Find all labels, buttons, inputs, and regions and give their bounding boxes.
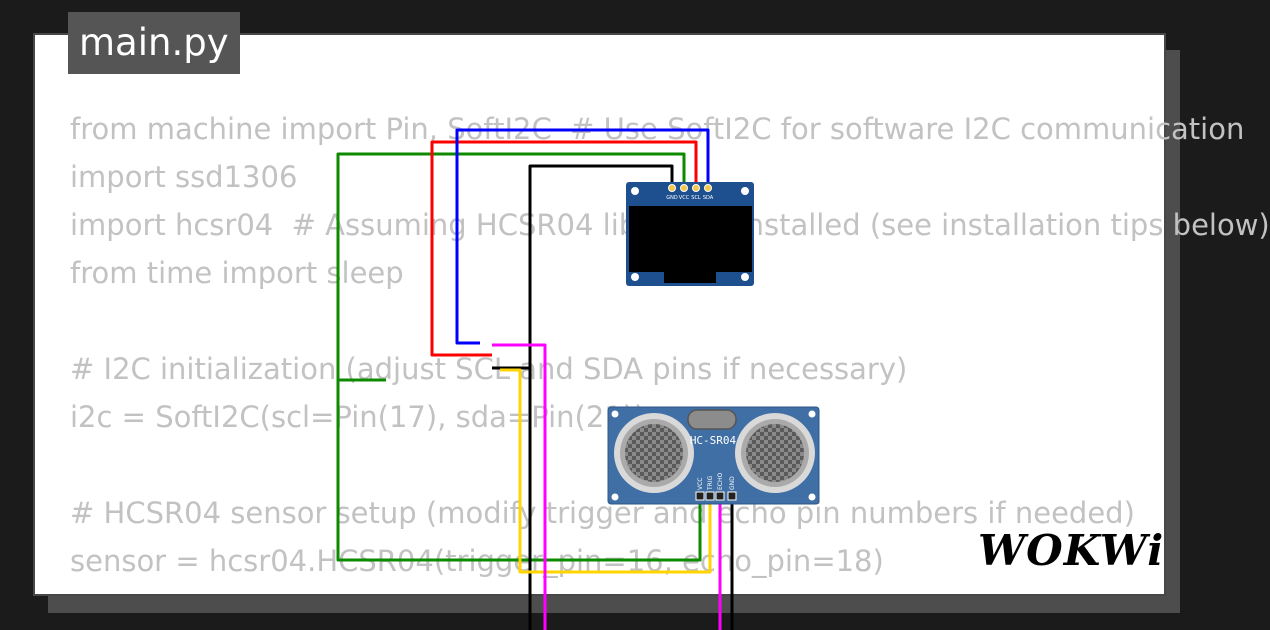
filename-tab[interactable]: main.py (68, 12, 240, 74)
oled-pin-gnd[interactable] (668, 184, 676, 192)
wire-scl-red[interactable] (430, 140, 698, 357)
oled-pin-label: VCC (679, 195, 690, 201)
sonar-crystal (687, 409, 737, 430)
sonar-pins (695, 491, 737, 501)
sonar-transducer-left (614, 413, 694, 493)
sonar-pin-labels: VCC TRIG ECHO GND (697, 473, 736, 491)
code-line-7: i2c = SoftI2C(scl=Pin(17), sda=Pin(21)) (70, 400, 646, 434)
oled-display[interactable]: GND VCC SCL SDA (626, 182, 754, 286)
oled-mount-hole (631, 187, 639, 195)
sonar-transducer-right (735, 413, 815, 493)
code-line-3: import hcsr04 # Assuming HCSR04 library … (70, 208, 1270, 242)
circuit-diagram: GND VCC SCL SDA HC-SR04 VCC TRIG ECHO GN… (336, 128, 820, 630)
sonar-mount-hole (808, 410, 816, 418)
oled-pin-scl[interactable] (692, 184, 700, 192)
wire-echo-magenta[interactable] (492, 343, 547, 630)
oled-mount-hole (741, 187, 749, 195)
sonar-pin-label: ECHO (717, 473, 724, 490)
wire-trig-yellow[interactable] (500, 368, 712, 574)
oled-screen (629, 206, 752, 272)
sonar-pin-label: VCC (697, 478, 704, 490)
code-line-6: # I2C initialization (adjust SCL and SDA… (70, 352, 908, 386)
project-preview-card: from machine import Pin, SoftI2C # Use S… (33, 33, 1270, 596)
sonar-pin-trig[interactable] (705, 491, 715, 501)
sonar-pin-echo[interactable] (715, 491, 725, 501)
wires (336, 128, 734, 630)
wire-gnd-black[interactable] (528, 164, 674, 630)
oled-pins: GND VCC SCL SDA (666, 184, 714, 201)
oled-pin-vcc[interactable] (680, 184, 688, 192)
wire-vcc-green[interactable] (336, 152, 702, 562)
sonar-label: HC-SR04 (690, 434, 737, 447)
oled-pin-sda[interactable] (704, 184, 712, 192)
ultrasonic-sensor[interactable]: HC-SR04 VCC TRIG ECHO GND (607, 406, 820, 505)
oled-pin-label: SDA (703, 195, 714, 201)
code-line-9: # HCSR04 sensor setup (modify trigger an… (70, 496, 1135, 530)
oled-pin-label: SCL (691, 195, 701, 201)
code-line-2: import ssd1306 (70, 160, 298, 194)
sonar-pin-vcc[interactable] (695, 491, 705, 501)
oled-ribbon (664, 272, 716, 283)
sonar-mount-hole (611, 410, 619, 418)
sonar-pin-gnd[interactable] (727, 491, 737, 501)
sonar-pin-label: TRIG (707, 475, 714, 491)
sonar-mount-hole (611, 493, 619, 501)
oled-mount-hole (741, 273, 749, 281)
oled-pin-label: GND (666, 195, 678, 201)
wokwi-logo: WOKWi (978, 526, 1165, 575)
sonar-mount-hole (808, 493, 816, 501)
sonar-pin-label: GND (729, 476, 736, 490)
oled-mount-hole (631, 273, 639, 281)
code-preview: from machine import Pin, SoftI2C # Use S… (70, 105, 1270, 585)
wire-sda-blue[interactable] (455, 128, 710, 345)
